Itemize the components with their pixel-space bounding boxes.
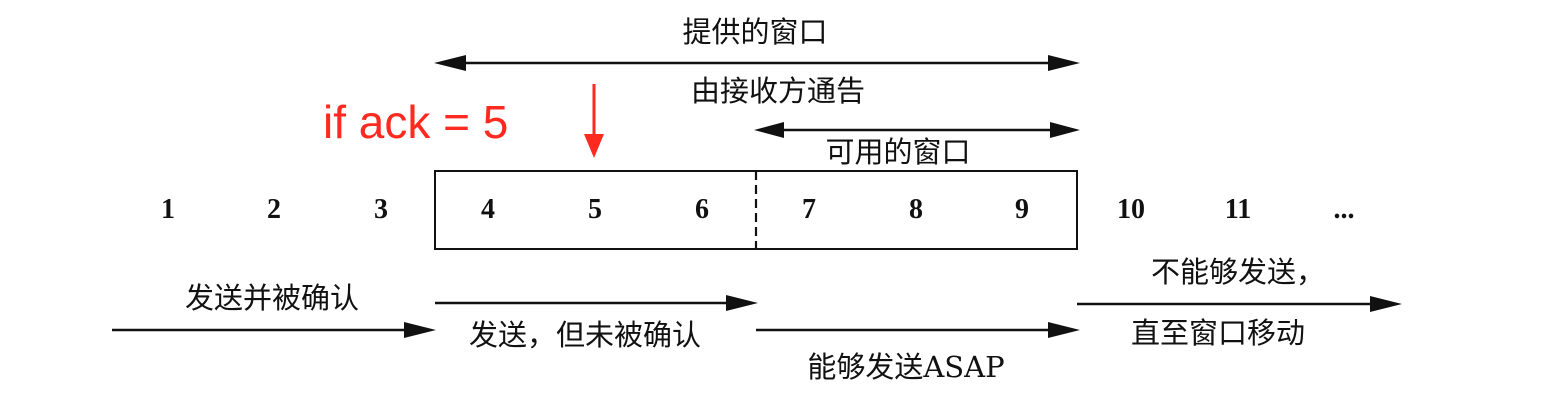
sequence-number: 3 — [374, 194, 388, 225]
sequence-number: 2 — [267, 194, 281, 225]
sequence-number: 1 — [161, 194, 175, 225]
sequence-number: 7 — [802, 194, 816, 225]
offered-window-label: 提供的窗口 — [682, 15, 827, 49]
sequence-number: 11 — [1225, 194, 1251, 225]
sent-and-acked-label: 发送并被确认 — [185, 281, 359, 315]
can-send-asap-arrow — [756, 322, 1080, 338]
cannot-send-label-line2: 直至窗口移动 — [1131, 316, 1305, 350]
sequence-number: 5 — [588, 194, 602, 225]
sequence-numbers: 1 2 3 4 5 6 7 8 9 10 11 ... — [161, 194, 1355, 225]
can-send-asap-label: 能够发送ASAP — [807, 350, 1004, 384]
sent-and-acked-arrow — [112, 322, 436, 338]
sent-not-acked-label: 发送，但未被确认 — [469, 318, 701, 352]
usable-window-arrow — [754, 122, 1080, 138]
sequence-number: 8 — [909, 194, 923, 225]
sequence-number: 6 — [695, 194, 709, 225]
sequence-number: 9 — [1015, 194, 1029, 225]
cannot-send-arrow — [1077, 296, 1402, 312]
sequence-number: 10 — [1117, 194, 1145, 225]
ellipsis: ... — [1334, 194, 1355, 225]
cannot-send-label-line1: 不能够发送， — [1151, 255, 1325, 289]
usable-window-label: 可用的窗口 — [825, 135, 970, 169]
offered-window-arrow — [434, 55, 1080, 71]
sent-not-acked-arrow — [435, 295, 758, 311]
window-box — [434, 170, 1078, 250]
sequence-number: 4 — [481, 194, 495, 225]
ack-annotation: if ack = 5 — [323, 96, 508, 148]
advertised-by-receiver-label: 由接收方通告 — [691, 74, 865, 108]
ack-pointer-arrow — [584, 84, 604, 158]
